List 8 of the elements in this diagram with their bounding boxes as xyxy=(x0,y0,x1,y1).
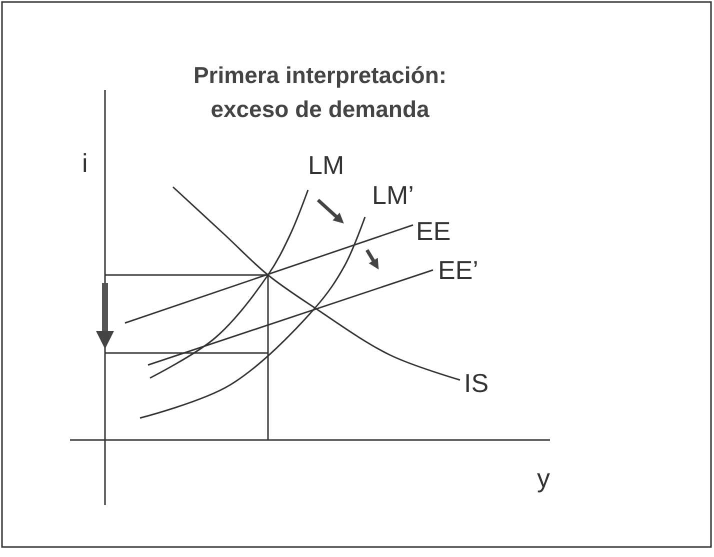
diagram-title: Primera interpretación: exceso de demanda xyxy=(192,61,448,124)
curve-label: EE’ xyxy=(438,257,478,283)
curve-label: IS xyxy=(464,370,489,396)
curve-label: LM xyxy=(308,152,344,178)
axis-label: y xyxy=(537,465,550,491)
axis-label: i xyxy=(82,150,88,176)
curve-label: LM’ xyxy=(372,182,414,208)
curve-label: EE xyxy=(416,218,451,244)
